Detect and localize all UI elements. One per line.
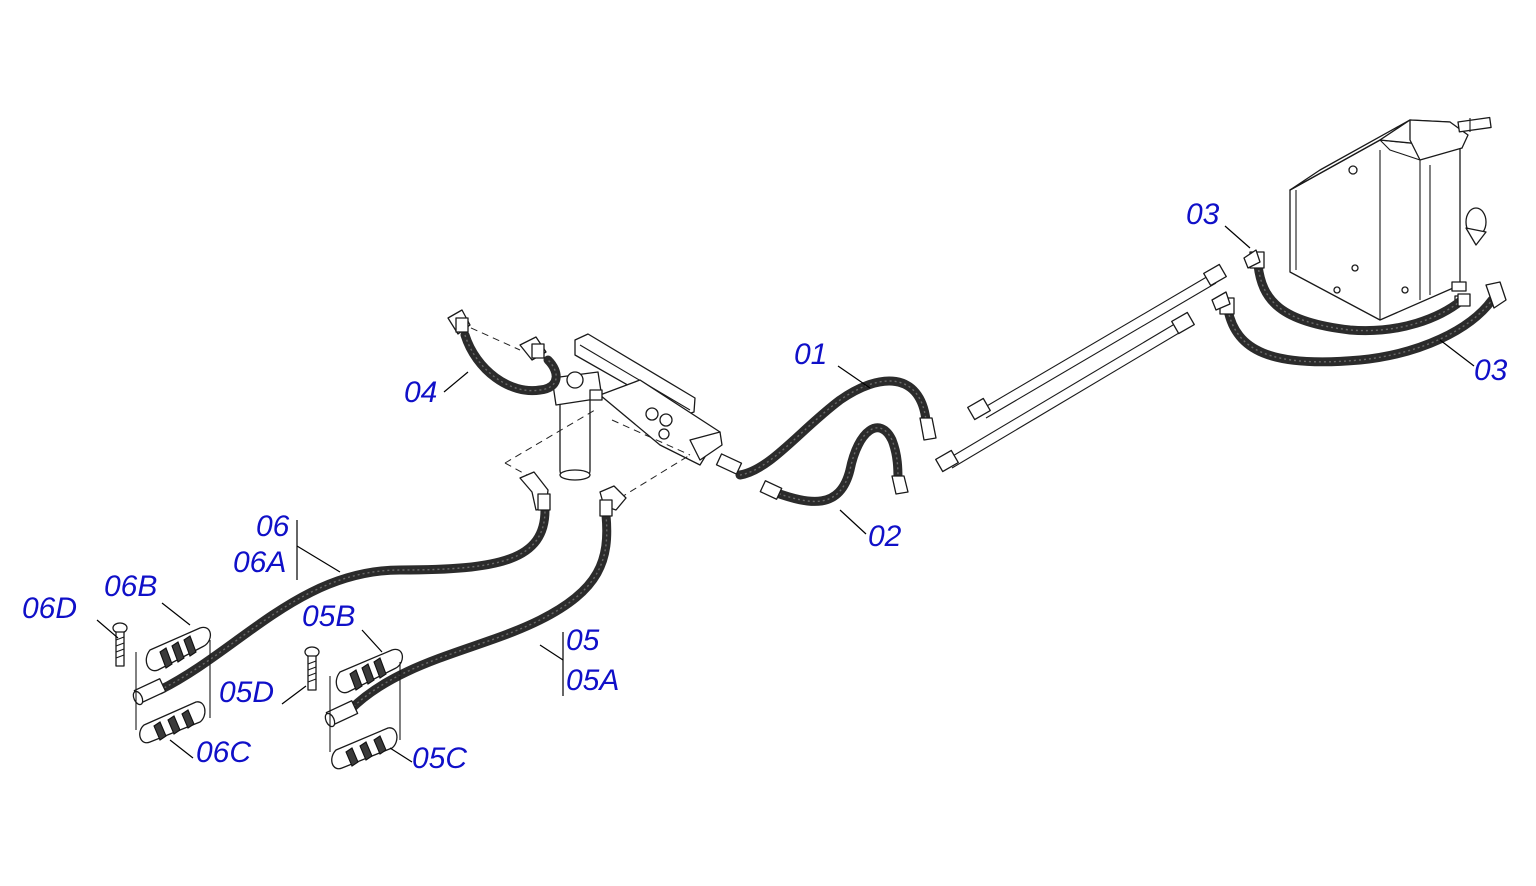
hose-03-assembly bbox=[1211, 249, 1507, 367]
label-05: 05 bbox=[566, 624, 600, 657]
hose-05-06-assembly bbox=[132, 471, 627, 728]
label-06A: 06A bbox=[233, 546, 287, 579]
label-06B: 06B bbox=[104, 570, 158, 603]
clamp-06-set bbox=[112, 622, 211, 744]
hose-01-02-assembly bbox=[715, 376, 937, 506]
steel-pipes bbox=[935, 263, 1227, 473]
leader-lines bbox=[96, 225, 1475, 763]
label-04: 04 bbox=[404, 376, 438, 409]
label-01: 01 bbox=[794, 338, 828, 371]
label-02: 02 bbox=[868, 520, 902, 553]
label-03-top: 03 bbox=[1186, 198, 1220, 231]
label-06D: 06D bbox=[22, 592, 78, 625]
filter-manifold bbox=[459, 322, 723, 499]
label-05D: 05D bbox=[219, 676, 275, 709]
label-05A: 05A bbox=[566, 664, 620, 697]
label-05C: 05C bbox=[412, 742, 468, 775]
reservoir-tank bbox=[1289, 116, 1492, 321]
label-03-right: 03 bbox=[1474, 354, 1508, 387]
label-05B: 05B bbox=[302, 600, 356, 633]
label-06: 06 bbox=[256, 510, 290, 543]
label-06C: 06C bbox=[196, 736, 252, 769]
clamp-05-set bbox=[304, 646, 403, 770]
hose-04-assembly bbox=[447, 309, 561, 396]
